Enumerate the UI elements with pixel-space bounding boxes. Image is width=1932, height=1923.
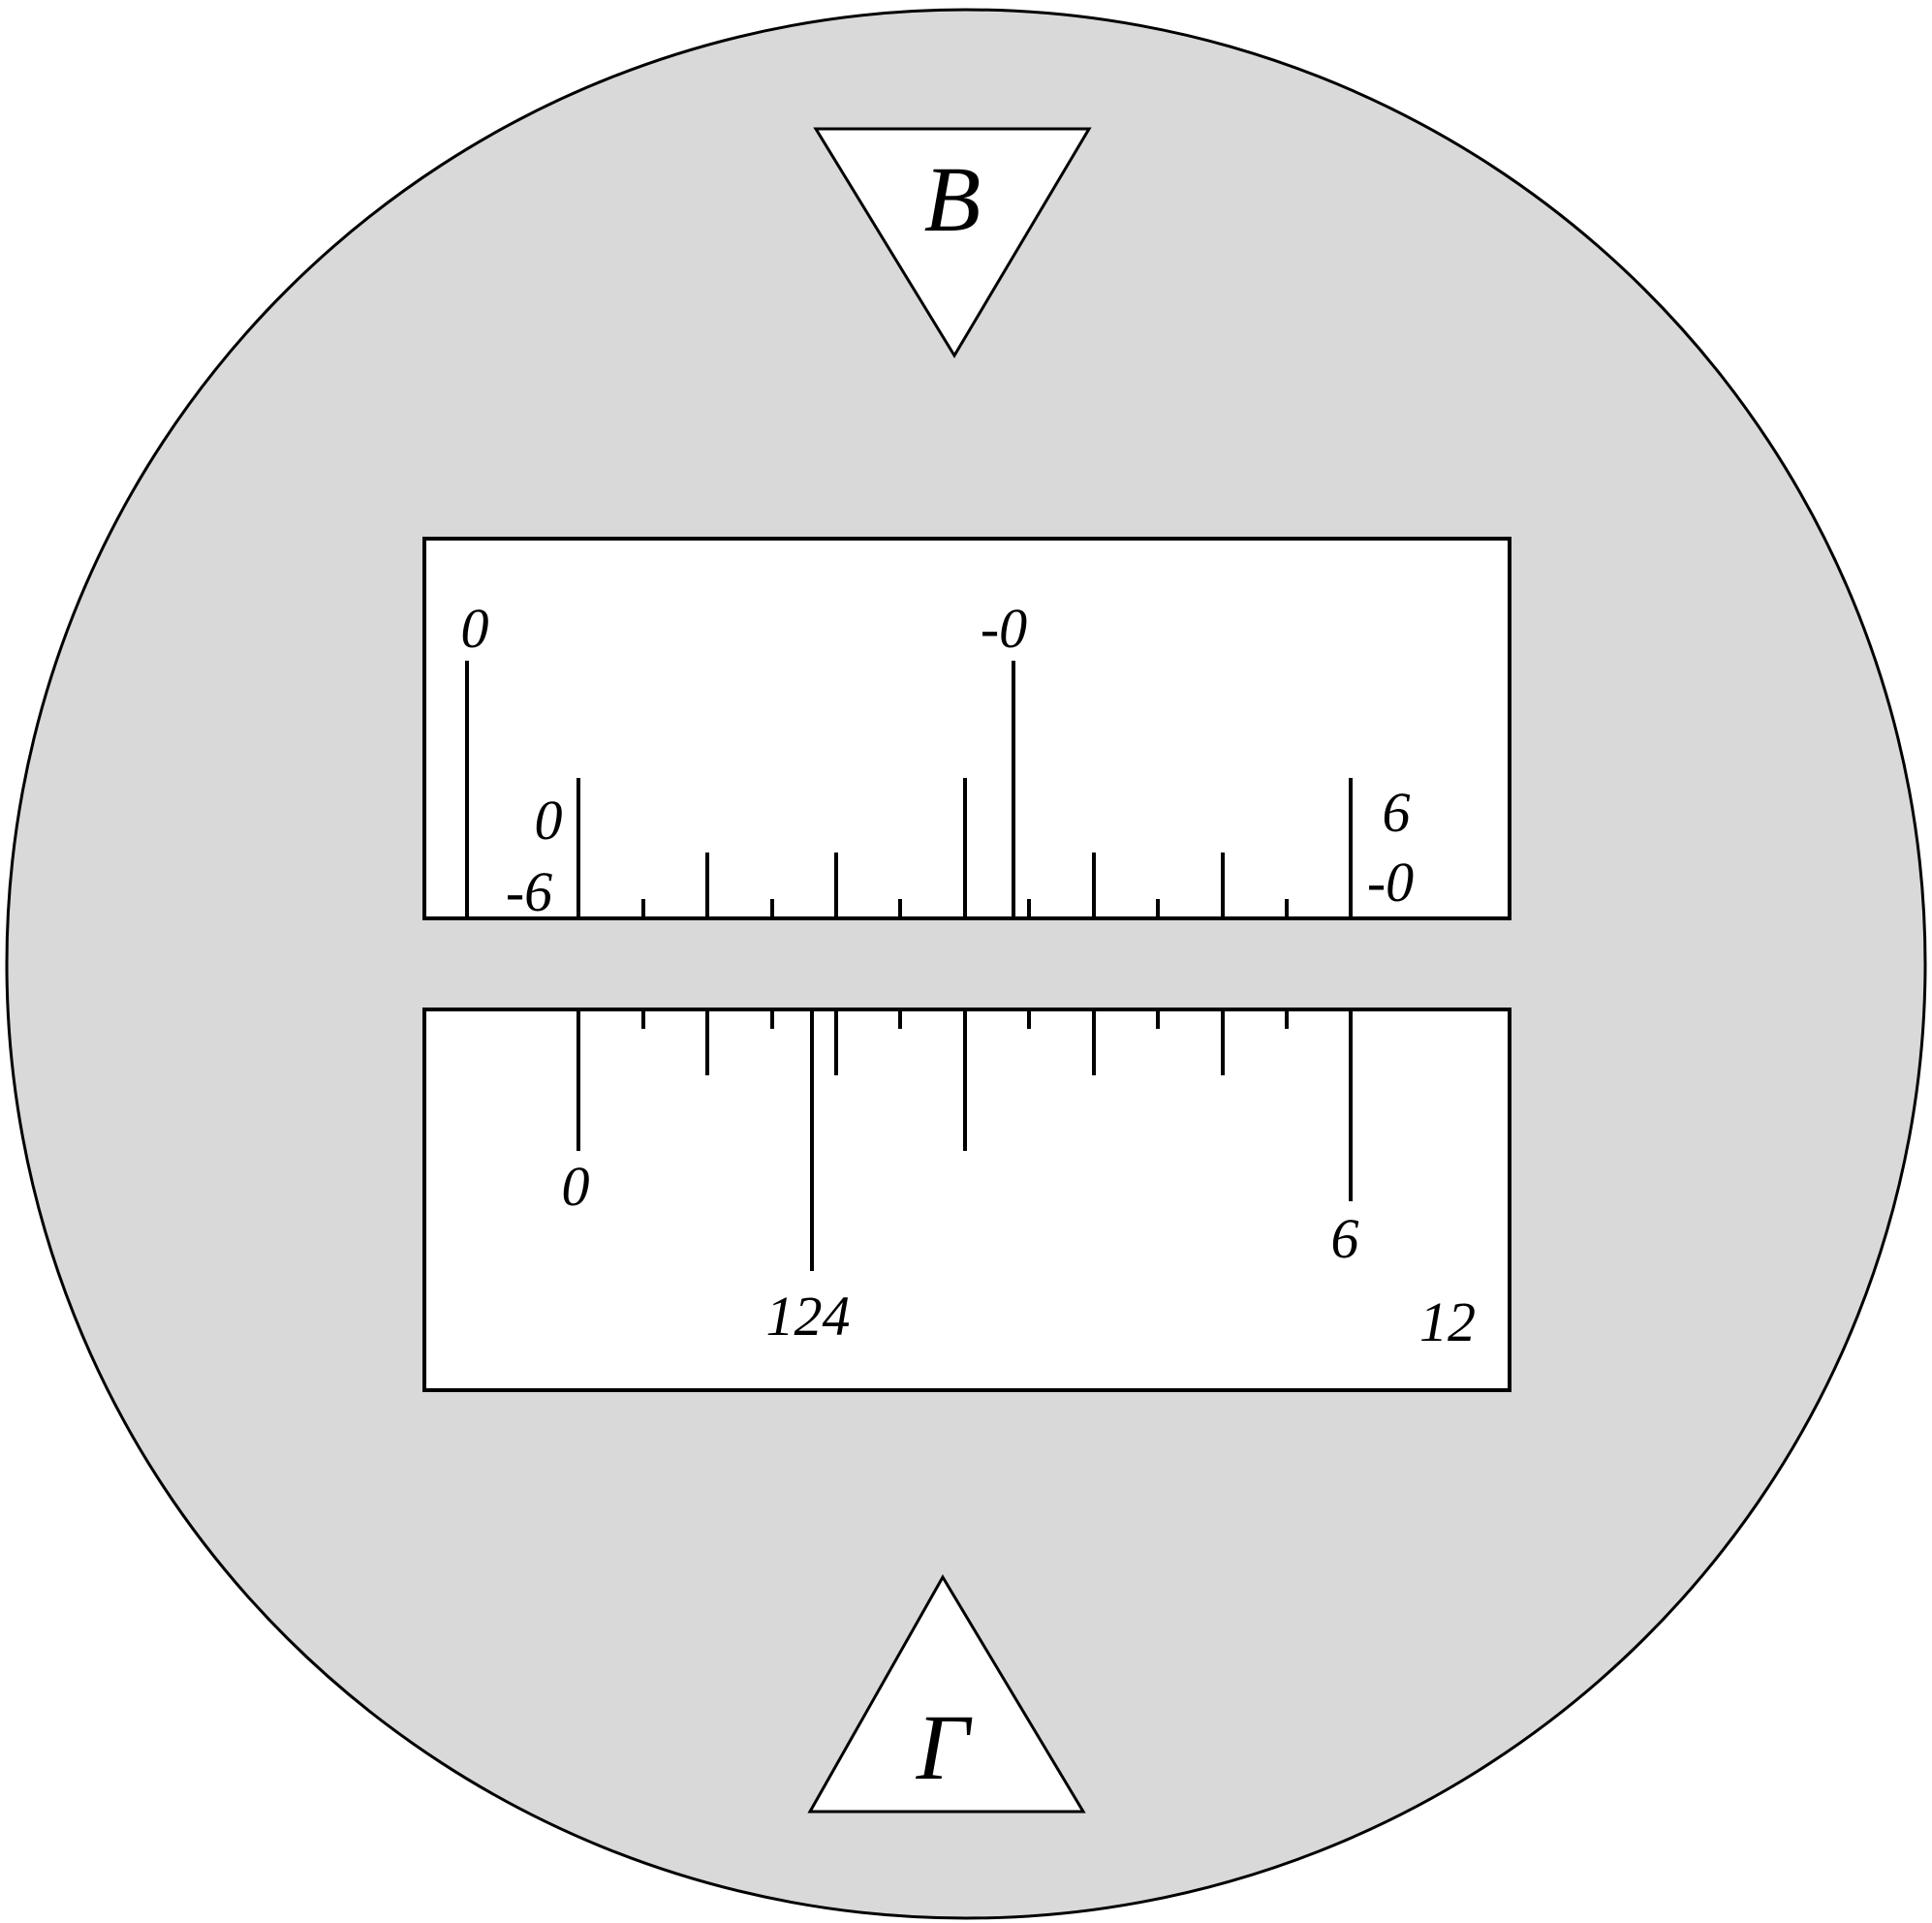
upper-label-minus-zero-right: -0 [1367,851,1414,914]
lower-label-zero: 0 [562,1155,590,1218]
field-of-view-circle [5,8,1927,1920]
upper-graduation-ticks [576,778,1353,918]
upper-label-minus-six: -6 [506,860,552,923]
top-marker-triangle-icon [813,127,1092,358]
upper-label-zero-mid: 0 [535,789,563,852]
lower-scale-window: 0 6 124 12 [422,1008,1511,1392]
upper-label-minus-zero-center: -0 [981,597,1027,660]
lower-label-twelve: 12 [1419,1290,1476,1353]
lower-graduation-ticks [576,1009,1353,1201]
top-marker: B [813,127,1092,358]
upper-label-zero-left: 0 [461,597,489,660]
lower-label-six: 6 [1331,1207,1359,1270]
bottom-marker: Γ [807,1574,1086,1814]
bottom-marker-triangle-icon [807,1574,1086,1814]
bottom-marker-label: Γ [916,1695,973,1799]
upper-label-six: 6 [1383,781,1411,844]
upper-scale-window: 0 -0 0 -6 6 -0 [422,537,1511,923]
lower-label-one-twenty-four: 124 [766,1285,851,1348]
top-marker-label: B [924,147,982,251]
